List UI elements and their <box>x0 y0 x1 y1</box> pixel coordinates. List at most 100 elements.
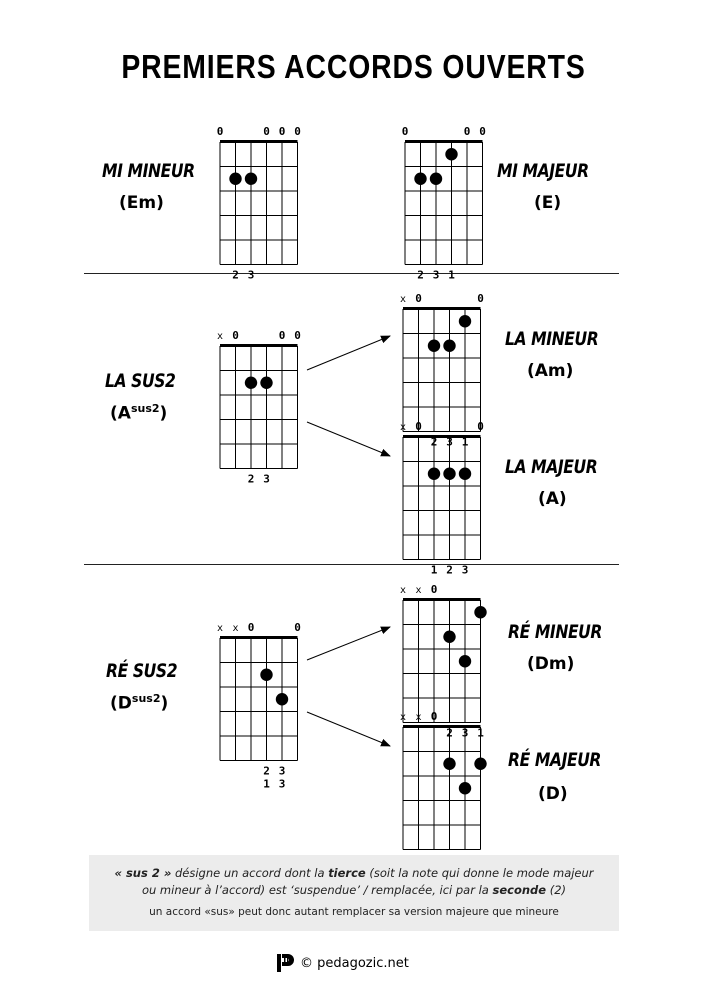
explanation-line-2: ou mineur à l’accord) est ‘suspendue’ / … <box>141 883 567 897</box>
open-string-marker: 0 <box>402 125 409 138</box>
finger-number: 1 <box>263 778 270 791</box>
explanation-line-1: « sus 2 » désigne un accord dont la tier… <box>114 866 594 880</box>
section-divider <box>84 564 619 565</box>
finger-dot <box>229 172 242 185</box>
muted-string-marker: x <box>400 712 406 723</box>
finger-dot <box>414 172 427 185</box>
open-string-marker: 0 <box>415 292 422 305</box>
finger-dot <box>427 339 441 352</box>
chord-name-d: RÉ MAJEUR <box>508 749 602 771</box>
open-string-marker: 0 <box>279 329 286 342</box>
nut <box>220 636 298 639</box>
finger-dot <box>474 757 487 770</box>
open-string-marker: 0 <box>217 125 224 138</box>
open-string-marker: 0 <box>431 583 438 596</box>
chord-abbr-asus2: (Asus2) <box>110 402 168 424</box>
chord-abbr-em: (Em) <box>119 193 164 213</box>
finger-number: 3 <box>279 765 286 778</box>
open-string-marker: 0 <box>431 710 438 723</box>
chord-diagram-dm: xx0231 <box>396 582 494 747</box>
finger-dot <box>429 172 443 185</box>
finger-dot <box>260 376 273 389</box>
open-string-marker: 0 <box>232 329 239 342</box>
finger-dot <box>260 668 273 681</box>
arrow-dsus2-to-dm <box>306 626 391 661</box>
finger-dot <box>443 339 456 352</box>
chord-name-em: MI MINEUR <box>102 160 195 182</box>
open-string-marker: 0 <box>294 329 301 342</box>
finger-dot <box>458 655 472 668</box>
open-string-marker: 0 <box>479 125 486 138</box>
finger-dot <box>445 148 458 161</box>
finger-number: 2 <box>248 473 255 486</box>
pedagozic-logo-icon <box>277 954 294 972</box>
nut <box>403 307 481 310</box>
muted-string-marker: x <box>400 585 406 596</box>
chord-name-dm: RÉ MINEUR <box>508 621 603 643</box>
open-string-marker: 0 <box>464 125 471 138</box>
open-string-marker: 0 <box>294 125 301 138</box>
finger-number: 2 <box>232 269 239 282</box>
muted-string-marker: x <box>217 623 223 634</box>
muted-string-marker: x <box>415 712 421 723</box>
open-string-marker: 0 <box>263 125 270 138</box>
finger-dot <box>244 376 258 389</box>
finger-dot <box>427 467 441 480</box>
nut <box>403 725 481 728</box>
open-string-marker: 0 <box>248 621 255 634</box>
open-string-marker: 0 <box>477 420 484 433</box>
finger-number: 1 <box>448 269 455 282</box>
nut <box>403 435 481 438</box>
open-string-marker: 0 <box>294 621 301 634</box>
finger-dot <box>458 782 472 795</box>
chord-abbr-dsus2: (Dsus2) <box>110 692 169 714</box>
nut <box>220 344 298 347</box>
open-string-marker: 0 <box>477 292 484 305</box>
finger-number: 3 <box>433 269 440 282</box>
finger-number: 3 <box>248 269 255 282</box>
chord-name-e: MI MAJEUR <box>497 160 589 182</box>
muted-string-marker: x <box>232 623 238 634</box>
footer: © pedagozic.net <box>276 951 409 975</box>
finger-dot <box>443 630 456 643</box>
chord-abbr-d: (D) <box>538 784 568 804</box>
finger-dot <box>443 467 456 480</box>
chord-abbr-a: (A) <box>538 489 567 509</box>
finger-dot <box>458 315 472 328</box>
chord-name-dsus2: RÉ SUS2 <box>106 660 178 682</box>
chord-name-asus2: LA SUS2 <box>105 370 176 392</box>
nut <box>405 140 483 143</box>
open-string-marker: 0 <box>279 125 286 138</box>
finger-number: 2 <box>263 765 270 778</box>
finger-dot <box>244 172 258 185</box>
finger-number: 2 <box>446 564 453 577</box>
arrow-asus2-to-a <box>306 421 391 457</box>
chord-abbr-dm: (Dm) <box>527 654 575 674</box>
arrow-asus2-to-am <box>306 335 391 371</box>
muted-string-marker: x <box>217 331 223 342</box>
finger-number: 2 <box>417 269 424 282</box>
section-divider <box>84 273 619 274</box>
chord-grid: xx0231 <box>400 583 487 740</box>
open-string-marker: 0 <box>415 420 422 433</box>
finger-dot <box>474 606 487 619</box>
footer-text: © pedagozic.net <box>300 955 409 971</box>
nut <box>220 140 298 143</box>
arrow-dsus2-to-d <box>306 711 391 747</box>
page-title: PREMIERS ACCORDS OUVERTS <box>121 48 586 85</box>
explanation-box: « sus 2 » désigne un accord dont la tier… <box>89 855 619 931</box>
muted-string-marker: x <box>415 585 421 596</box>
finger-number: 3 <box>462 564 469 577</box>
finger-number: 3 <box>263 473 270 486</box>
finger-dot <box>443 757 456 770</box>
